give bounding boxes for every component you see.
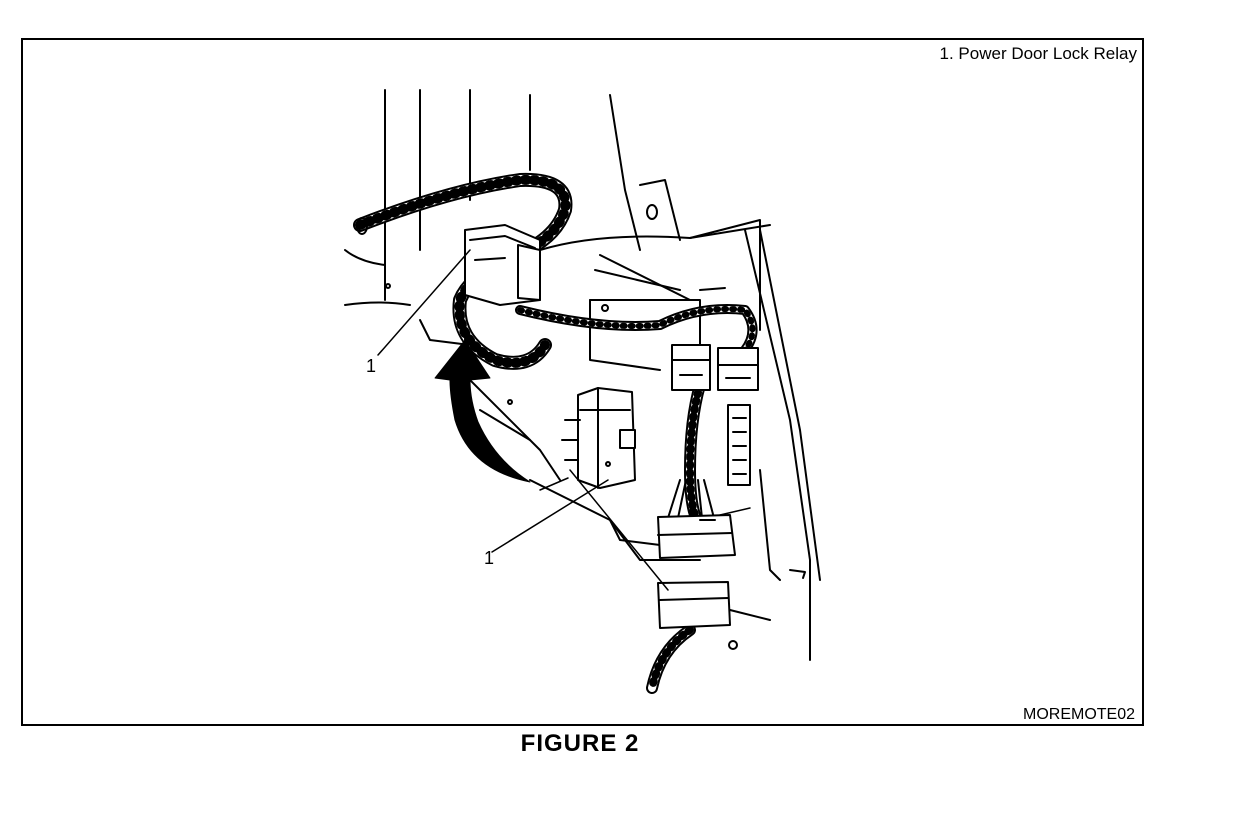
- relay-upper: [464, 224, 541, 306]
- connector-right-b: [717, 347, 759, 391]
- figure-code: MOREMOTE02: [1022, 706, 1135, 723]
- connector-right-a: [671, 344, 711, 391]
- removal-arrow-icon: [434, 339, 531, 483]
- spiral-harness-lower: [646, 379, 715, 694]
- connector-lower-upper: [657, 514, 736, 559]
- figure-caption: FIGURE 2: [520, 730, 640, 757]
- connector-lower-lower: [657, 581, 731, 629]
- body-panel-lines: [344, 89, 821, 661]
- spiral-harness-right: [515, 304, 758, 355]
- legend-item-power-door-lock-relay: 1. Power Door Lock Relay: [939, 44, 1137, 63]
- callout-label-upper: 1: [366, 356, 376, 376]
- callout-label-lower: 1: [484, 548, 494, 568]
- slot-column: [727, 404, 781, 581]
- panel-holes: [385, 204, 806, 650]
- figure-frame: [21, 38, 1144, 726]
- callout-leaders: [377, 249, 751, 591]
